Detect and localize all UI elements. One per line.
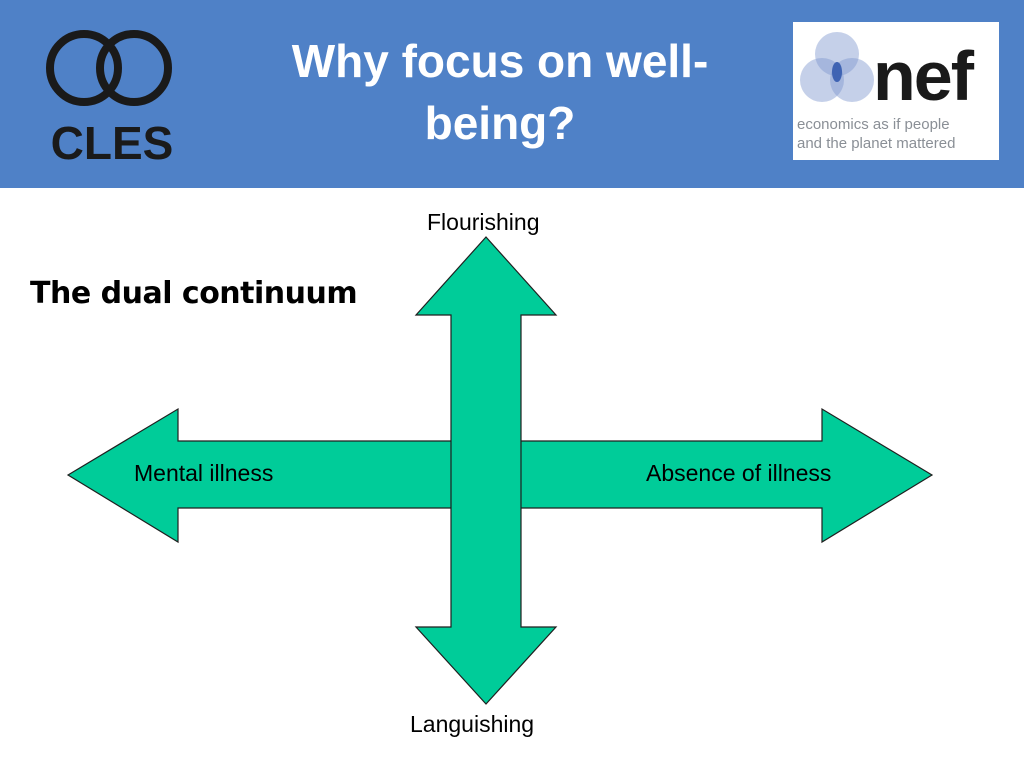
nef-tagline: economics as if people and the planet ma… [797, 115, 997, 153]
label-languishing: Languishing [410, 711, 535, 737]
vertical-double-arrow [414, 236, 558, 705]
nef-logo: nef economics as if people and the plane… [793, 22, 999, 160]
nef-tagline-line-1: economics as if people [797, 116, 950, 133]
page-title-line-2: being? [424, 97, 576, 149]
page-title: Why focus on well- being? [240, 30, 760, 154]
cles-ring-left-icon [46, 30, 122, 106]
nef-tagline-line-2: and the planet mattered [797, 135, 956, 152]
label-flourishing: Flourishing [427, 209, 540, 235]
cles-logo-text: CLES [51, 117, 174, 164]
cles-ring-right-icon [96, 30, 172, 106]
label-absence-of-illness: Absence of illness [646, 460, 832, 486]
label-mental-illness: Mental illness [134, 460, 274, 486]
page-title-line-1: Why focus on well- [291, 35, 709, 87]
nef-wordmark: nef [873, 37, 974, 115]
diagram-subtitle: The dual continuum [30, 276, 358, 311]
cles-logo: CLES [46, 30, 174, 164]
venn-circles-icon [800, 32, 874, 102]
header-bar: CLES Why focus on well- being? nef econo… [0, 0, 1024, 188]
